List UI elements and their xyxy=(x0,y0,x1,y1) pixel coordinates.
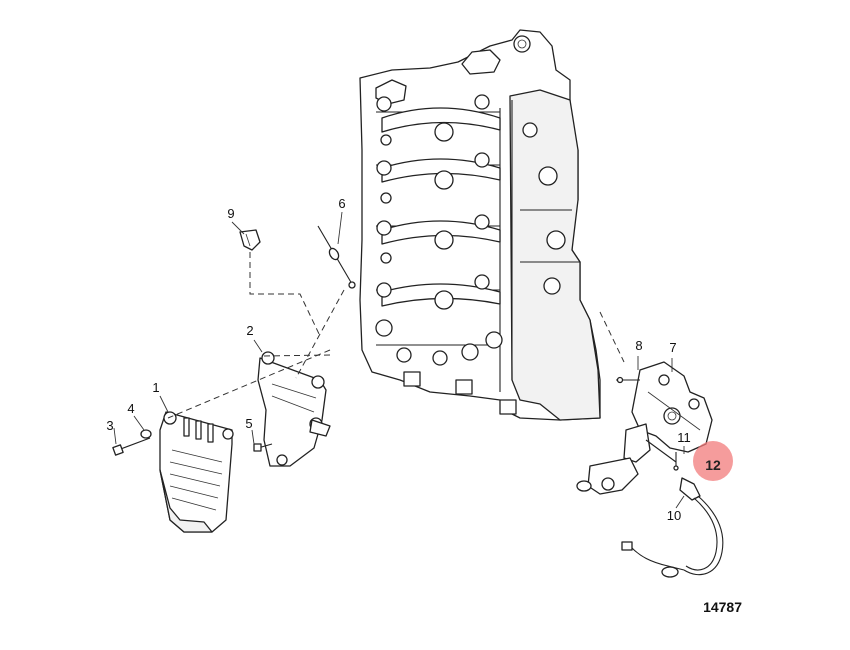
part-10-cable xyxy=(621,477,724,578)
bolt-3 xyxy=(112,437,151,456)
callout-3: 3 xyxy=(106,418,113,433)
callout-12-highlight[interactable]: 12 xyxy=(693,441,733,481)
bolt-5 xyxy=(253,443,273,452)
part-1-cover xyxy=(159,411,234,533)
engine-block xyxy=(359,29,601,421)
highlight-marker xyxy=(693,441,733,481)
shift-linkage xyxy=(576,423,677,495)
callout-7: 7 xyxy=(669,340,676,355)
callout-4: 4 xyxy=(127,401,134,416)
callout-5: 5 xyxy=(245,416,252,431)
washer-4 xyxy=(140,429,152,439)
callout-leaders xyxy=(113,211,685,509)
callout-6: 6 xyxy=(338,196,345,211)
part-2-bracket xyxy=(257,351,331,467)
part-6-rod xyxy=(317,225,356,289)
callout-8: 8 xyxy=(635,338,642,353)
callout-11: 11 xyxy=(677,430,691,445)
callout-labels: 1 2 3 4 5 6 7 8 9 10 11 xyxy=(106,196,690,523)
callout-9: 9 xyxy=(227,206,234,221)
part-9-clip xyxy=(239,229,261,251)
callout-1: 1 xyxy=(152,380,159,395)
part-11-clip xyxy=(673,452,679,471)
callout-12: 12 xyxy=(705,457,721,473)
callout-10: 10 xyxy=(667,508,681,523)
part-8-pin xyxy=(616,376,640,384)
figure-number: 14787 xyxy=(703,599,742,615)
cylinder-ribs xyxy=(375,94,503,366)
callout-2: 2 xyxy=(246,323,253,338)
